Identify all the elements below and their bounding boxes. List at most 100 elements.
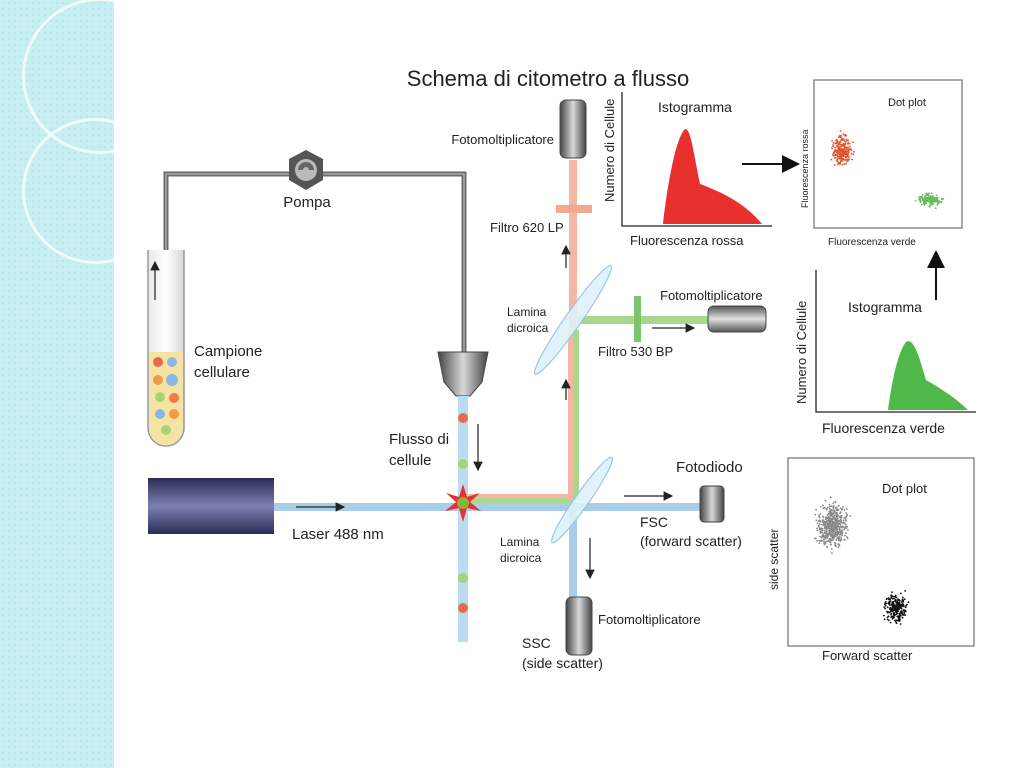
histogram-red-ylabel: Numero di Cellule	[602, 99, 617, 202]
histogram-green-xlabel: Fluorescenza verde	[822, 420, 945, 436]
dot-point	[830, 511, 832, 514]
dot-point	[834, 519, 837, 522]
dot-point	[845, 523, 847, 526]
laser-source	[148, 478, 274, 534]
dot-point	[845, 148, 848, 151]
dot-point	[828, 503, 831, 506]
histogram-green-curve	[888, 341, 968, 410]
dot-point	[828, 530, 831, 532]
dot-point	[845, 139, 848, 142]
pmt-ssc-label: Fotomoltiplicatore	[598, 612, 701, 627]
dot-point	[899, 612, 902, 615]
dot-point	[895, 613, 898, 616]
dot-point	[891, 591, 893, 593]
dot-point	[818, 526, 821, 529]
dot-point	[844, 149, 847, 152]
dot-point	[884, 605, 887, 607]
dotplot-fluorescence-points	[830, 130, 945, 210]
dot-point	[833, 164, 836, 166]
dot-point	[852, 141, 854, 144]
filter-530-bp	[634, 296, 641, 342]
dot-point	[836, 149, 839, 152]
dot-point	[845, 150, 848, 153]
dot-point	[885, 602, 888, 605]
dot-point	[842, 506, 844, 508]
dot-point	[821, 535, 824, 537]
dot-point	[825, 516, 827, 518]
dot-point	[840, 134, 843, 137]
ssc-label-line1: SSC	[522, 635, 551, 651]
dot-point	[830, 548, 833, 550]
dot-point	[929, 196, 932, 199]
dot-point	[832, 144, 835, 146]
dot-point	[901, 616, 904, 619]
dot-point	[819, 532, 822, 534]
dot-point	[938, 200, 940, 203]
dot-point	[927, 193, 929, 195]
dot-point	[831, 532, 834, 534]
dot-point	[826, 532, 828, 535]
dot-point	[886, 618, 889, 621]
dot-point	[831, 147, 833, 150]
dot-point	[826, 519, 828, 522]
dot-point	[817, 524, 820, 527]
dot-point	[888, 611, 891, 614]
dot-point	[844, 140, 846, 143]
filter-620-label: Filtro 620 LP	[490, 220, 564, 235]
dot-point	[903, 598, 906, 601]
dot-point	[849, 145, 851, 148]
dot-point	[890, 613, 892, 616]
dot-point	[830, 518, 833, 521]
dot-point	[886, 606, 889, 609]
dot-point	[920, 203, 923, 206]
pmt-green-label: Fotomoltiplicatore	[660, 288, 763, 303]
dot-point	[839, 540, 842, 542]
dot-point	[892, 605, 895, 608]
dot-point	[823, 529, 826, 532]
dot-point	[818, 542, 821, 545]
dot-point	[925, 202, 927, 205]
stream-cells	[458, 413, 468, 613]
dot-point	[831, 539, 834, 541]
dot-point	[893, 611, 895, 614]
dot-point	[838, 544, 841, 547]
dot-point	[830, 529, 832, 532]
dot-point	[898, 599, 901, 601]
dot-point	[844, 525, 847, 528]
dot-point	[828, 538, 831, 540]
dot-point	[840, 536, 842, 538]
laser-beam	[274, 503, 462, 511]
dot-point	[929, 198, 932, 200]
dot-point	[894, 604, 896, 606]
sample-tube	[147, 250, 185, 447]
dot-point	[834, 501, 837, 503]
dot-point	[822, 519, 824, 521]
dot-point	[897, 604, 899, 607]
dot-point	[824, 541, 827, 544]
dot-point	[840, 529, 843, 532]
dot-point	[924, 199, 927, 202]
dot-point	[893, 597, 896, 600]
dot-point	[844, 532, 847, 534]
dot-point	[841, 534, 844, 537]
dot-point	[834, 544, 836, 547]
dot-point	[889, 598, 892, 601]
filter-530-label: Filtro 530 BP	[598, 344, 673, 359]
dot-point	[842, 152, 844, 155]
dot-point	[940, 201, 943, 204]
dot-point	[884, 602, 886, 604]
dot-point	[826, 545, 828, 548]
diagram-title: Schema di citometro a flusso	[407, 66, 689, 91]
dot-point	[839, 146, 841, 149]
dot-point	[842, 133, 845, 136]
dot-point	[903, 612, 905, 614]
flow-cytometer-diagram: Schema di citometro a flusso Pompa Campi…	[147, 66, 976, 671]
dot-point	[852, 153, 855, 156]
dot-point	[914, 200, 917, 202]
dot-point	[820, 539, 823, 542]
dot-point	[901, 611, 903, 614]
dot-point	[828, 532, 830, 535]
dot-point	[839, 528, 841, 531]
dot-point	[936, 204, 939, 206]
dot-point	[843, 538, 845, 541]
